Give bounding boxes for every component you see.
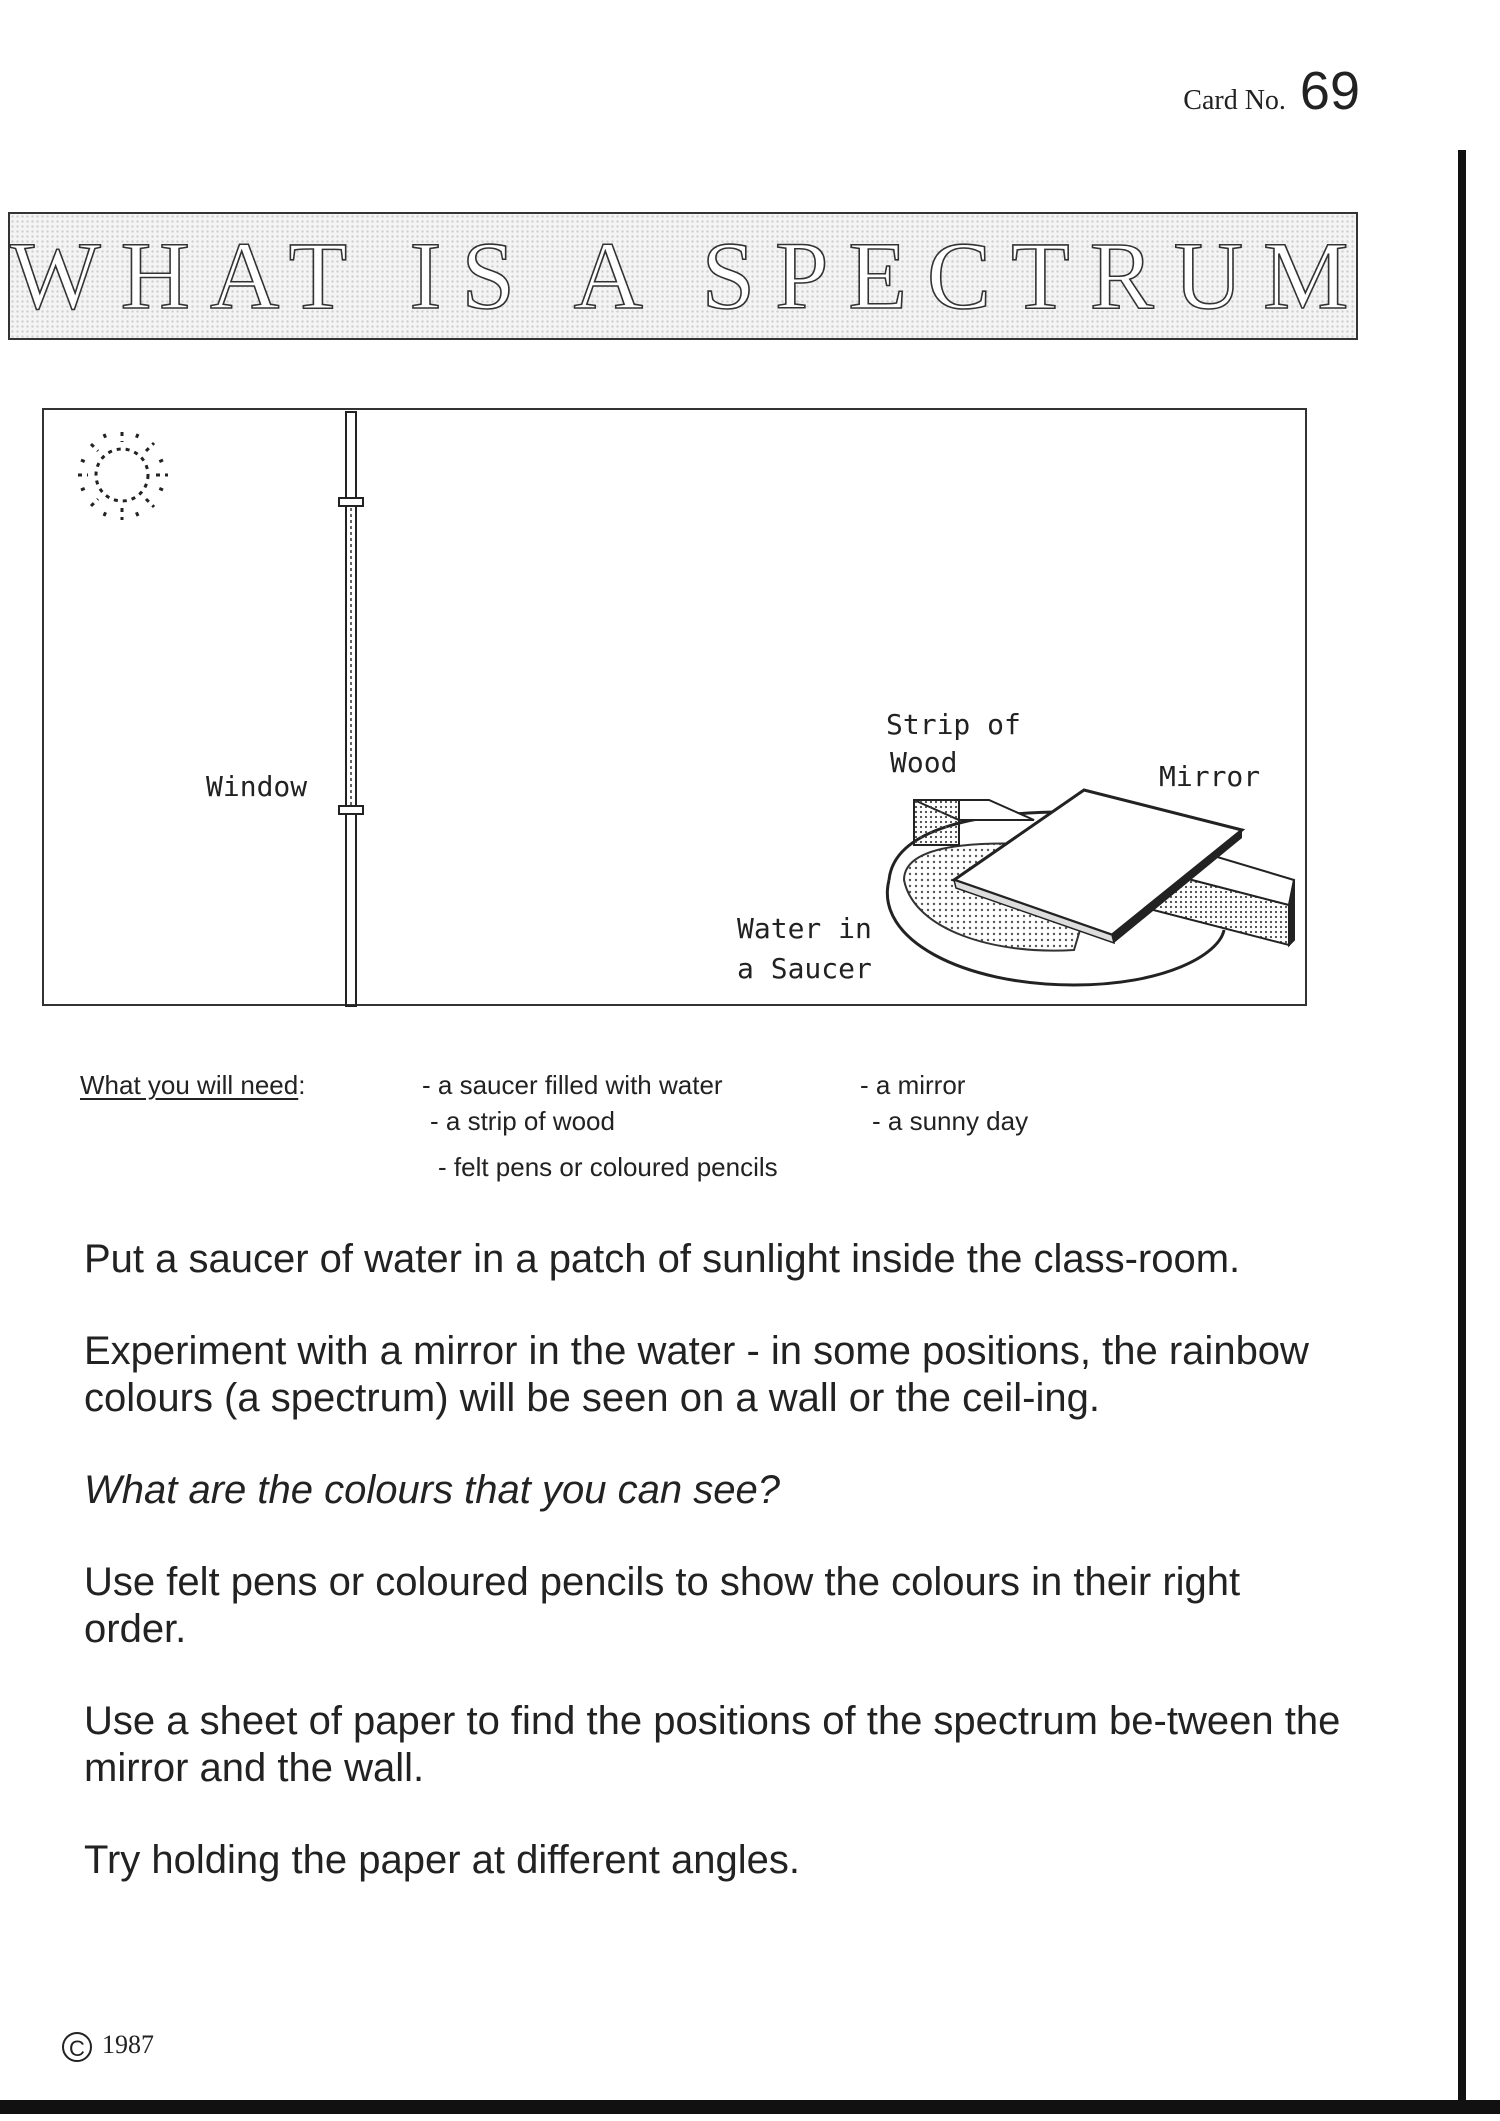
material-item: - a strip of wood: [430, 1106, 615, 1136]
instruction-paragraph: Try holding the paper at different angle…: [84, 1838, 801, 1882]
page-edge-right: [1458, 150, 1466, 2110]
label-strip-of-wood-line1: Strip of: [886, 708, 1021, 741]
wood-strip: [913, 799, 1296, 948]
label-mirror: Mirror: [1159, 760, 1261, 793]
copyright-year: 1987: [102, 2030, 154, 2059]
instructions: Put a saucer of water in a patch of sunl…: [84, 1236, 1344, 1929]
label-water-line1: Water in: [737, 912, 872, 945]
label-strip-of-wood-line2: Wood: [890, 746, 958, 779]
question-paragraph: What are the colours that you can see?: [84, 1468, 780, 1512]
sun-icon: [78, 432, 168, 520]
title-banner: WHAT IS A SPECTRUM?: [8, 212, 1358, 340]
window-frame: [338, 411, 364, 1007]
copyright: C 1987: [62, 2030, 154, 2063]
card-number-label: Card No.: [1183, 85, 1286, 116]
materials-heading: What you will need:: [80, 1070, 305, 1101]
mirror: [950, 788, 1246, 945]
instruction-paragraph: Use a sheet of paper to find the positio…: [84, 1699, 1341, 1790]
instruction-paragraph: Put a saucer of water in a patch of sunl…: [84, 1237, 1241, 1281]
diagram-drawing: [78, 411, 1296, 1007]
material-item: - a mirror: [860, 1070, 966, 1100]
material-item: - a sunny day: [872, 1106, 1029, 1136]
instruction-paragraph: Experiment with a mirror in the water - …: [84, 1329, 1309, 1420]
page-edge-bottom: [0, 2100, 1500, 2114]
copyright-icon: C: [62, 2032, 92, 2063]
materials-heading-text: What you will need: [80, 1070, 299, 1100]
page-title: WHAT IS A SPECTRUM?: [10, 221, 1358, 330]
card-number: Card No. 69: [960, 60, 1360, 122]
instruction-paragraph: Use felt pens or coloured pencils to sho…: [84, 1560, 1241, 1651]
materials-heading-colon: :: [298, 1070, 306, 1100]
material-item: - a saucer filled with water: [422, 1070, 723, 1100]
card-number-value: 69: [1299, 61, 1360, 121]
label-window: Window: [206, 770, 308, 803]
experiment-diagram: Window Strip of Wood Mirror Water in a S…: [42, 408, 1307, 1007]
materials-list: What you will need: - a saucer filled wi…: [80, 1070, 1180, 1190]
material-item: - felt pens or coloured pencils: [438, 1152, 778, 1182]
label-water-line2: a Saucer: [737, 952, 872, 985]
